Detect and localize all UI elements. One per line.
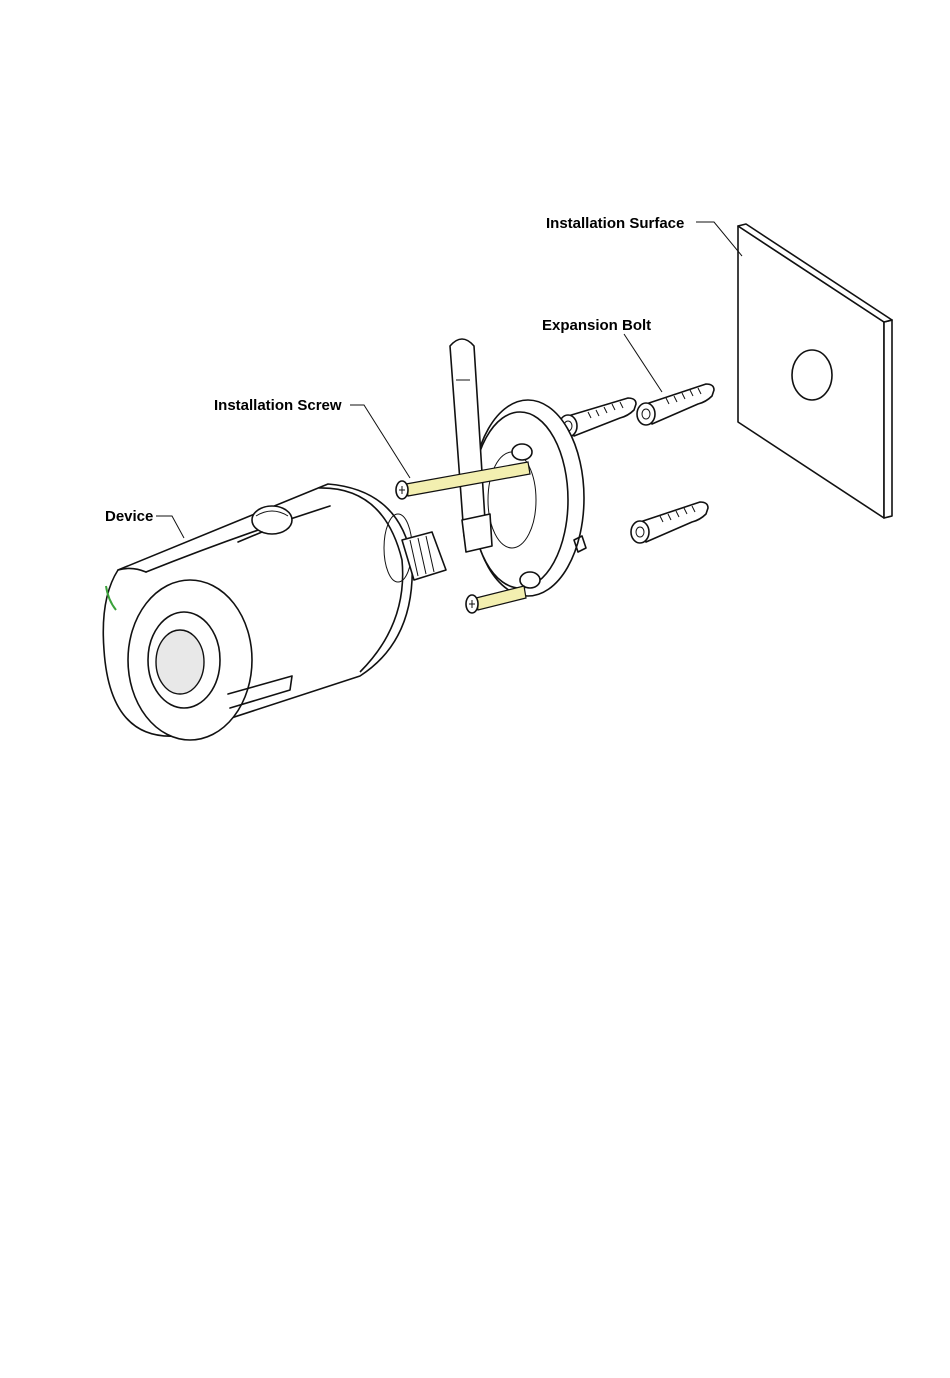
label-installation-screw: Installation Screw [214,397,342,414]
label-expansion-bolt: Expansion Bolt [542,317,651,334]
label-device: Device [105,508,153,525]
installation-screw-bottom [466,586,526,613]
leader-installation-screw [350,405,410,478]
surface-hole [792,350,832,400]
expansion-bolt-2 [637,384,714,425]
mounting-base [472,400,586,596]
installation-surface [738,224,892,518]
device-camera [103,484,446,740]
expansion-bolt-1 [559,398,636,437]
leader-expansion-bolt [624,334,662,392]
expansion-bolt-3 [631,502,708,543]
label-installation-surface: Installation Surface [546,215,684,232]
leader-installation-surface [696,222,742,256]
leader-device [156,516,184,538]
